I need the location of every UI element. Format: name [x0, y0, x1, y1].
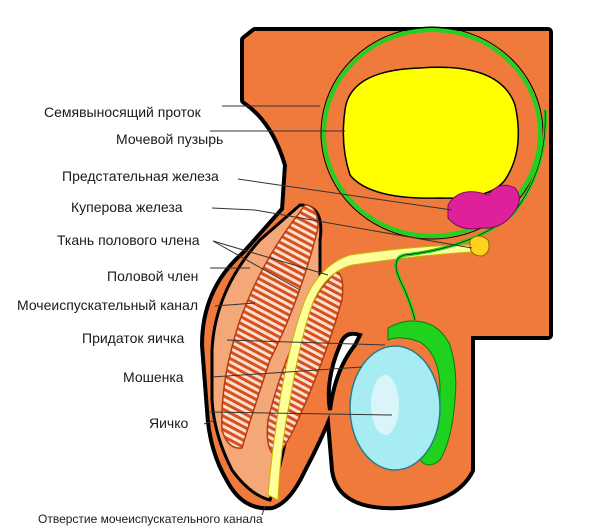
- prostate: [447, 184, 520, 230]
- bladder-wall: [322, 28, 542, 238]
- cowper-gland: [469, 235, 490, 257]
- label-scrotum: Мошенка: [123, 369, 184, 385]
- bladder: [342, 66, 520, 199]
- label-penis: Половой член: [107, 268, 199, 284]
- label-epididymis: Придаток яичка: [82, 330, 185, 346]
- label-erectile-tissue: Ткань полового члена: [57, 232, 200, 248]
- label-vas-deferens: Семявыносящий проток: [44, 104, 201, 120]
- label-testis: Яичко: [149, 415, 189, 431]
- label-prostate: Предстательная железа: [62, 168, 219, 184]
- label-urethral-opening: Отверстие мочеиспускательного канала: [38, 512, 263, 526]
- epididymis: [387, 320, 457, 466]
- scrotum-fold: [326, 331, 363, 411]
- label-urethra: Мочеиспускательный канал: [17, 297, 198, 313]
- label-bladder: Мочевой пузырь: [116, 131, 224, 147]
- label-cowper-gland: Куперова железа: [71, 199, 183, 215]
- urethra-channel: [267, 244, 473, 501]
- leader-lines: [203, 105, 473, 516]
